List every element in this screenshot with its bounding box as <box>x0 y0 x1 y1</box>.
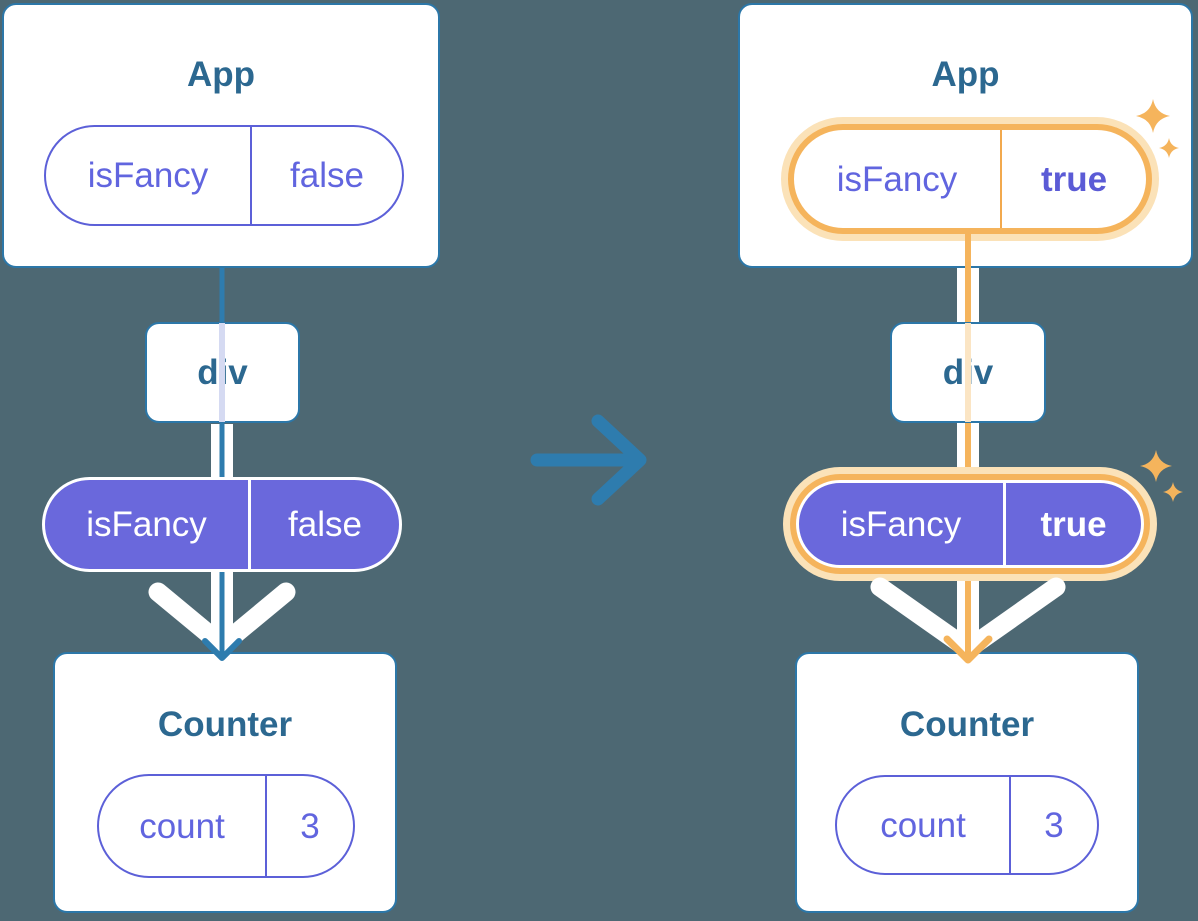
prop-label: isFancy <box>46 127 252 224</box>
passed-prop-pill-before: isFancy false <box>42 477 402 572</box>
state-label: count <box>837 777 1011 873</box>
app-prop-pill-after-highlighted: isFancy true <box>788 124 1152 234</box>
prop-value: false <box>288 505 362 544</box>
state-value: 3 <box>1044 805 1064 845</box>
app-prop-pill-before: isFancy false <box>44 125 404 226</box>
counter-card-after: Counter count 3 <box>795 652 1139 913</box>
app-card-before: App isFancy false <box>2 3 440 268</box>
app-card-after: App isFancy true <box>738 3 1193 268</box>
counter-card-title: Counter <box>157 705 293 744</box>
counter-state-pill-after: count 3 <box>835 775 1099 875</box>
prop-value: true <box>1040 504 1107 544</box>
prop-label: isFancy <box>799 483 1006 565</box>
state-value: 3 <box>300 806 320 846</box>
app-card-title: App <box>186 55 256 94</box>
counter-card-title: Counter <box>899 705 1035 744</box>
counter-state-pill-before: count 3 <box>97 774 355 878</box>
div-card-title: div <box>942 353 994 392</box>
prop-value: true <box>1040 159 1108 199</box>
state-label: count <box>99 776 267 876</box>
passed-prop-pill-after-highlighted: isFancy true <box>796 480 1144 568</box>
prop-label: isFancy <box>794 130 1002 228</box>
prop-value: false <box>290 156 364 195</box>
counter-card-before: Counter count 3 <box>53 652 397 913</box>
app-card-title: App <box>931 55 1000 94</box>
div-card-after: div <box>890 322 1046 423</box>
prop-label: isFancy <box>45 480 251 569</box>
